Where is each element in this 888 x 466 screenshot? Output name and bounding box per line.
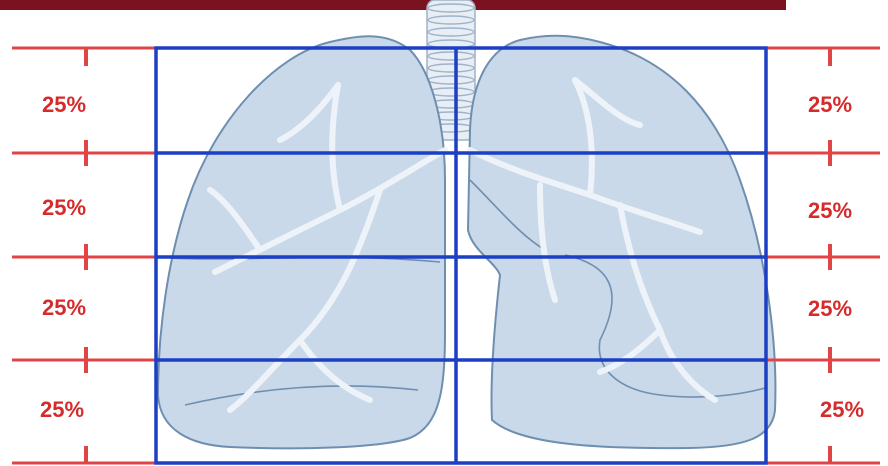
left-lung	[158, 36, 445, 448]
left-zone-label-1: 25%	[42, 92, 86, 117]
right-lung-shape	[468, 36, 775, 448]
right-zone-label-3: 25%	[808, 296, 852, 321]
header-bar	[0, 0, 786, 10]
left-lung-shape	[158, 36, 445, 448]
left-zone-label-2: 25%	[42, 195, 86, 220]
right-zone-label-4: 25%	[820, 397, 864, 422]
left-zone-label-3: 25%	[42, 295, 86, 320]
right-zone-label-2: 25%	[808, 198, 852, 223]
left-zone-label-4: 25%	[40, 397, 84, 422]
right-zone-label-1: 25%	[808, 92, 852, 117]
right-lung	[468, 36, 775, 448]
